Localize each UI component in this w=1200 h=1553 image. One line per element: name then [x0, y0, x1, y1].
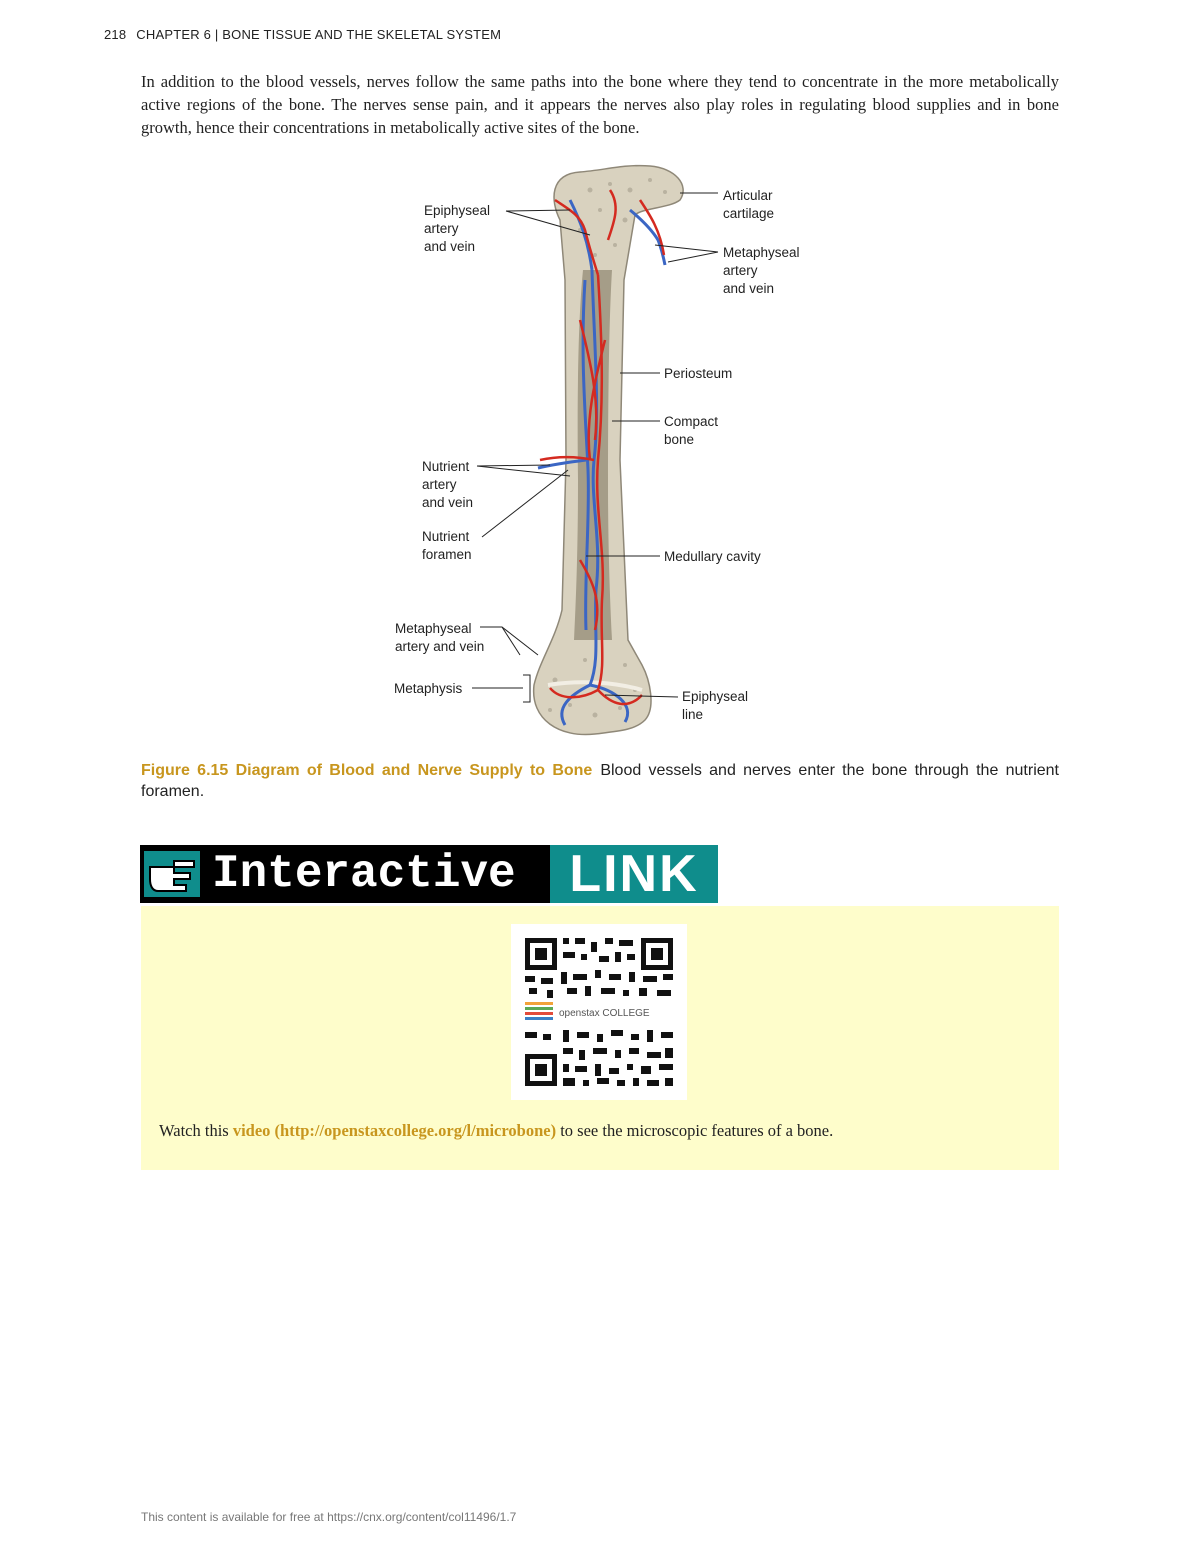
- qr-brand-label: openstax COLLEGE: [559, 1008, 650, 1019]
- label-metaphyseal-top-2: artery: [723, 263, 758, 278]
- openstax-logo-icon: [525, 1002, 553, 1020]
- banner-teal-panel: LINK: [550, 845, 718, 903]
- label-epiphyseal-line-1: Epiphyseal: [682, 689, 748, 704]
- label-nutrient-artery-1: Nutrient: [422, 459, 470, 474]
- svg-text:bone: bone: [664, 432, 694, 447]
- svg-text:and vein: and vein: [424, 239, 475, 254]
- bone-diagram: Epiphyseal artery and vein Articular car…: [394, 164, 800, 736]
- svg-text:Periosteum: Periosteum: [664, 366, 732, 381]
- interactive-link-text: Watch this video (http://openstaxcollege…: [159, 1121, 833, 1141]
- banner-word: Interactive: [212, 848, 516, 900]
- svg-text:foramen: foramen: [422, 547, 472, 562]
- arteries: [539, 189, 666, 706]
- label-epiphyseal-artery-2: artery: [424, 221, 459, 236]
- video-link[interactable]: video (http://openstaxcollege.org/l/micr…: [232, 1121, 557, 1140]
- label-nutrient-artery-3: and vein: [422, 495, 473, 510]
- label-metaphyseal-top-1: Metaphyseal: [723, 245, 800, 260]
- svg-text:Epiphyseal: Epiphyseal: [424, 203, 490, 218]
- label-epiphyseal-artery-3: and vein: [424, 239, 475, 254]
- svg-text:Metaphyseal: Metaphyseal: [723, 245, 800, 260]
- caption-text: Blood vessels and nerves enter the bone …: [141, 762, 1059, 800]
- interactive-link-banner: Interactive LINK: [140, 845, 720, 903]
- bone-outline: [532, 164, 684, 736]
- banner-link-word: LINK: [569, 845, 699, 903]
- label-nutrient-artery-2: artery: [422, 477, 457, 492]
- svg-text:Metaphyseal: Metaphyseal: [395, 621, 472, 636]
- svg-text:Compact: Compact: [664, 414, 718, 429]
- label-compact-2: bone: [664, 432, 694, 447]
- il-text-after: to see the microscopic features of a bon…: [556, 1121, 834, 1140]
- running-head: 218 CHAPTER 6 | BONE TISSUE AND THE SKELE…: [104, 27, 501, 42]
- interactive-link-box: openstax COLLEGE Watch this video (http:…: [141, 906, 1059, 1170]
- label-metaphyseal-bottom-2: artery and vein: [395, 639, 484, 654]
- chapter-title: CHAPTER 6 | BONE TISSUE AND THE SKELETAL…: [136, 27, 502, 42]
- body-paragraph: In addition to the blood vessels, nerves…: [141, 72, 1059, 137]
- svg-text:and vein: and vein: [422, 495, 473, 510]
- label-articular-2: cartilage: [723, 206, 774, 221]
- page-number: 218: [104, 27, 127, 42]
- svg-text:and vein: and vein: [723, 281, 774, 296]
- veins: [537, 199, 667, 726]
- figure-caption: Figure 6.15 Diagram of Blood and Nerve S…: [141, 760, 1059, 802]
- epiphyseal-line-mark: [547, 680, 643, 692]
- svg-text:artery: artery: [424, 221, 459, 236]
- label-articular-1: Articular: [723, 188, 773, 203]
- svg-text:Metaphysis: Metaphysis: [394, 681, 463, 696]
- svg-text:Medullary cavity: Medullary cavity: [664, 549, 761, 564]
- qr-code[interactable]: openstax COLLEGE: [511, 924, 687, 1100]
- spongy-bone-bottom: [548, 658, 637, 718]
- svg-text:Nutrient: Nutrient: [422, 529, 470, 544]
- label-epiphyseal-line-2: line: [682, 707, 703, 722]
- label-compact-1: Compact: [664, 414, 718, 429]
- page-footer: This content is available for free at ht…: [141, 1510, 517, 1524]
- svg-text:Articular: Articular: [723, 188, 773, 203]
- pointing-hand-icon: [144, 851, 200, 897]
- svg-text:artery: artery: [422, 477, 457, 492]
- svg-text:Epiphyseal: Epiphyseal: [682, 689, 748, 704]
- leader-lines: [472, 192, 719, 703]
- spongy-bone-top: [578, 178, 667, 257]
- label-epiphyseal-artery-1: Epiphyseal: [424, 203, 490, 218]
- label-metaphyseal-bottom-1: Metaphyseal: [395, 621, 472, 636]
- svg-text:openstax COLLEGE: openstax COLLEGE: [559, 1008, 650, 1019]
- label-nutrient-foramen-2: foramen: [422, 547, 472, 562]
- banner-black-panel: Interactive: [140, 845, 550, 903]
- svg-text:artery: artery: [723, 263, 758, 278]
- label-nutrient-foramen-1: Nutrient: [422, 529, 470, 544]
- label-periosteum: Periosteum: [664, 366, 732, 381]
- label-medullary: Medullary cavity: [664, 549, 761, 564]
- label-metaphyseal-top-3: and vein: [723, 281, 774, 296]
- caption-title: Figure 6.15 Diagram of Blood and Nerve S…: [141, 762, 593, 779]
- svg-text:artery and vein: artery and vein: [395, 639, 484, 654]
- il-text-before: Watch this: [159, 1121, 233, 1140]
- svg-text:Nutrient: Nutrient: [422, 459, 470, 474]
- bone-figure: Epiphyseal artery and vein Articular car…: [380, 160, 820, 745]
- svg-text:cartilage: cartilage: [723, 206, 774, 221]
- svg-text:line: line: [682, 707, 703, 722]
- label-metaphysis: Metaphysis: [394, 681, 463, 696]
